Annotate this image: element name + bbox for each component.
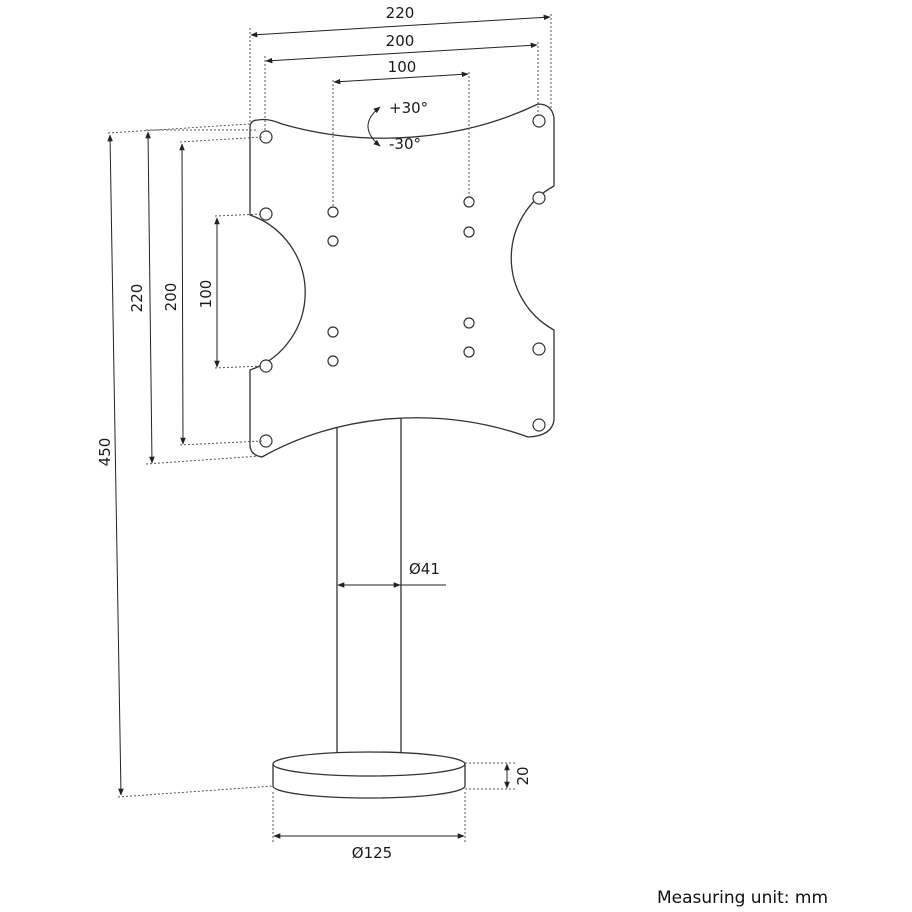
hole [463, 317, 475, 329]
base-height-label: 20 [514, 766, 532, 785]
base-height-dimension: 20 [465, 762, 532, 790]
hole [463, 196, 475, 208]
pole-diameter-dimension: Ø41 [337, 560, 446, 588]
hole [259, 359, 273, 373]
hole [532, 191, 546, 205]
tilt-down-label: -30° [389, 135, 421, 153]
hole [532, 114, 546, 128]
base-diameter-dimension: Ø125 [272, 792, 466, 862]
pole-diameter-label: Ø41 [409, 560, 440, 578]
measuring-unit-note: Measuring unit: mm [656, 888, 828, 908]
hole [463, 226, 475, 238]
hole [259, 207, 273, 221]
width-200-label: 200 [386, 32, 415, 50]
width-100-label: 100 [388, 58, 417, 76]
height-200-label: 200 [162, 283, 180, 312]
hole [532, 342, 546, 356]
base [272, 751, 466, 799]
hole [327, 235, 339, 247]
top-dimensions: 220 200 100 [249, 4, 552, 207]
height-220-label: 220 [128, 284, 146, 313]
mounting-holes [259, 114, 546, 448]
hole [327, 326, 339, 338]
hole [327, 206, 339, 218]
width-220-label: 220 [386, 4, 415, 22]
tilt-up-label: +30° [389, 99, 428, 117]
left-dimensions: 450 220 200 100 [96, 123, 274, 798]
hole [463, 346, 475, 358]
pole [336, 394, 402, 761]
base-diameter-label: Ø125 [352, 844, 392, 862]
height-450-label: 450 [96, 438, 114, 467]
hole [327, 355, 339, 367]
tilt-indicator: +30° -30° [367, 99, 428, 153]
hole [532, 418, 546, 432]
vesa-plate [249, 103, 555, 458]
height-100-label: 100 [197, 280, 215, 309]
